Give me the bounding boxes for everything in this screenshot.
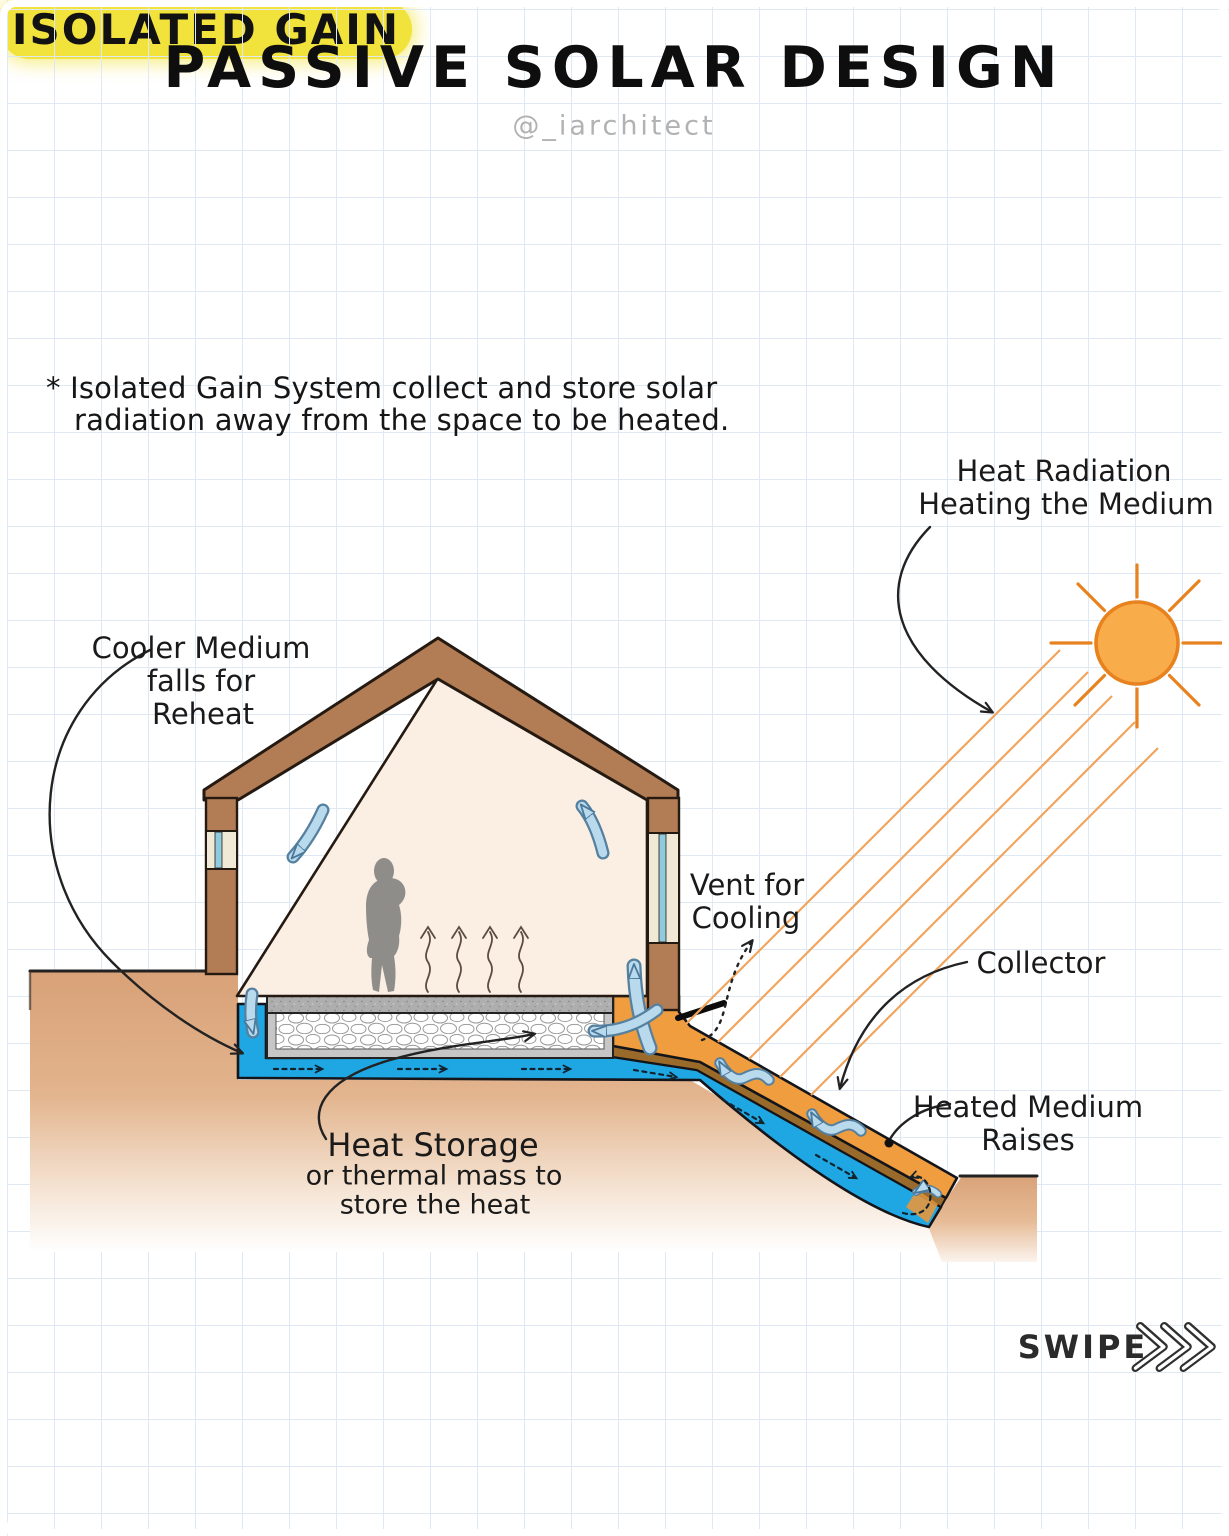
author-handle: @_iarchitect <box>512 110 716 142</box>
floor-heat-waves <box>420 925 529 993</box>
left-wall <box>204 796 239 976</box>
heated-medium-pointer <box>888 1102 952 1141</box>
label-collector: Collector <box>976 946 1106 980</box>
label-heat-storage-line3: store the heat <box>339 1189 531 1221</box>
label-pointers <box>48 525 992 1148</box>
terrain <box>28 969 1039 1262</box>
swipe-chevrons-icon[interactable] <box>1131 1322 1216 1372</box>
label-heated-medium-line1: Heated Medium <box>912 1090 1144 1124</box>
label-vent-line2: Cooling <box>691 901 801 935</box>
label-cooler-medium-line2: falls for <box>146 664 256 698</box>
label-vent-line1: Vent for <box>689 868 805 902</box>
label-cooler-medium-line1: Cooler Medium <box>91 631 311 665</box>
house <box>202 636 727 1021</box>
sun-icon <box>1049 563 1225 729</box>
channel-flow-dashes <box>272 1064 932 1216</box>
cooler-medium-pointer <box>48 648 242 1053</box>
label-heat-storage-line2: or thermal mass to <box>305 1160 563 1192</box>
label-heated-medium-line2: Raises <box>981 1123 1075 1157</box>
right-window <box>647 832 680 944</box>
label-heat-radiation-line1: Heat Radiation <box>956 454 1172 488</box>
heat-storage-pointer <box>317 1034 534 1141</box>
airflow-arrows <box>251 799 942 1198</box>
vent-airflow-arrow <box>700 941 752 1042</box>
person-silhouette <box>366 858 406 992</box>
section-note-line2: radiation away from the space to be heat… <box>74 403 730 437</box>
heat-radiation-pointer <box>897 525 992 712</box>
house-interior <box>235 676 649 998</box>
left-window <box>205 830 238 870</box>
heat-storage-assembly <box>266 995 614 1059</box>
section-note-line1: * Isolated Gain System collect and store… <box>46 371 718 405</box>
page-title: PASSIVE SOLAR DESIGN <box>163 35 1065 101</box>
collector-pointer <box>840 960 969 1088</box>
sun-beams <box>685 649 1159 1096</box>
label-heat-radiation-line2: Heating the Medium <box>918 487 1214 521</box>
swipe-cta[interactable]: SWIPE <box>1017 1328 1149 1366</box>
label-heat-storage-line1: Heat Storage <box>327 1126 539 1164</box>
label-cooler-medium-line3: Reheat <box>151 697 255 731</box>
